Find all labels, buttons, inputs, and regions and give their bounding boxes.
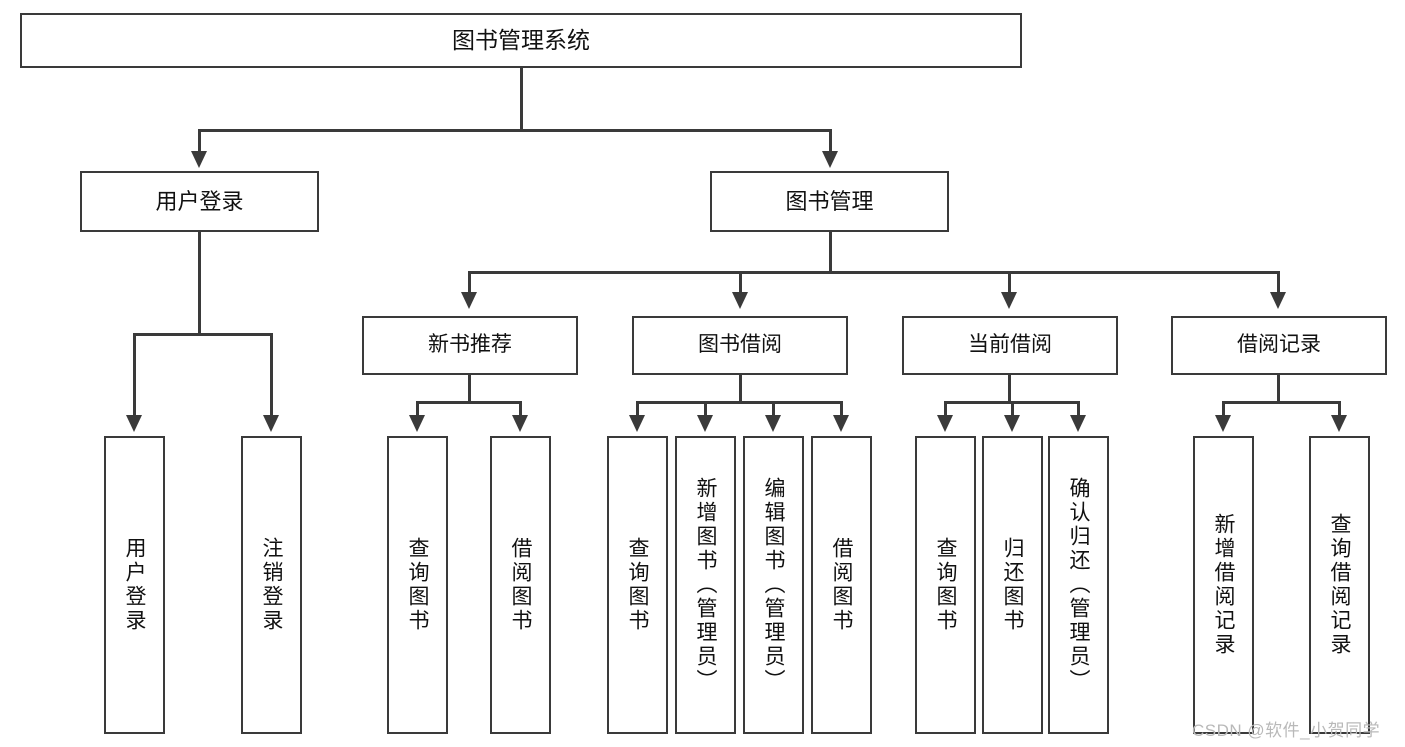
node-label: 新增借阅记录: [1212, 513, 1235, 657]
leaf-borrow-record-query[interactable]: 查询借阅记录: [1309, 436, 1370, 734]
node-label: 注销登录: [260, 537, 283, 633]
arrowhead-new-book-child-2: [512, 415, 528, 432]
node-label: 归还图书: [1001, 537, 1024, 633]
arrowhead-to-user-login: [191, 151, 207, 168]
node-current-borrow[interactable]: 当前借阅: [902, 316, 1118, 375]
arrowhead-book-management-child-4: [1270, 292, 1286, 309]
connector-borrow-record-stem: [1277, 375, 1280, 403]
arrowhead-book-management-child-1: [461, 292, 477, 309]
connector-book-borrow-child-3: [772, 401, 775, 417]
leaf-borrow-record-add[interactable]: 新增借阅记录: [1193, 436, 1254, 734]
arrowhead-book-management-child-3: [1001, 292, 1017, 309]
node-borrow-record[interactable]: 借阅记录: [1171, 316, 1387, 375]
leaf-current-borrow-return[interactable]: 归还图书: [982, 436, 1043, 734]
node-label: 借阅图书: [830, 537, 853, 633]
node-book-borrow[interactable]: 图书借阅: [632, 316, 848, 375]
node-label: 查询图书: [934, 537, 957, 633]
node-label: 借阅记录: [1237, 333, 1321, 357]
connector-book-management-stem: [829, 232, 832, 273]
leaf-current-borrow-query[interactable]: 查询图书: [915, 436, 976, 734]
arrowhead-current-borrow-child-1: [937, 415, 953, 432]
node-label: 借阅图书: [509, 537, 532, 633]
node-label: 图书管理系统: [452, 26, 590, 53]
node-root-book-management-system[interactable]: 图书管理系统: [20, 13, 1022, 68]
arrowhead-book-borrow-child-3: [765, 415, 781, 432]
leaf-user-login-login[interactable]: 用户登录: [104, 436, 165, 734]
node-user-login[interactable]: 用户登录: [80, 171, 319, 232]
connector-book-management-bus: [468, 271, 1280, 274]
connector-book-borrow-stem: [739, 375, 742, 403]
connector-book-management-child-3: [1008, 271, 1011, 294]
node-label: 新书推荐: [428, 333, 512, 357]
connector-book-management-child-4: [1277, 271, 1280, 294]
connector-book-management-child-1: [468, 271, 471, 294]
connector-current-borrow-child-1: [944, 401, 947, 417]
node-label: 新增图书（管理员）: [694, 477, 717, 693]
connector-user-login-bus: [133, 333, 273, 336]
arrowhead-current-borrow-child-2: [1004, 415, 1020, 432]
leaf-book-borrow-add[interactable]: 新增图书（管理员）: [675, 436, 736, 734]
connector-new-book-child-2: [519, 401, 522, 417]
connector-user-login-stem: [198, 232, 201, 335]
arrowhead-borrow-record-child-2: [1331, 415, 1347, 432]
leaf-user-login-logout[interactable]: 注销登录: [241, 436, 302, 734]
connector-book-management-child-2: [739, 271, 742, 294]
node-label: 查询图书: [626, 537, 649, 633]
leaf-current-borrow-confirm-return[interactable]: 确认归还（管理员）: [1048, 436, 1109, 734]
node-new-book-recommend[interactable]: 新书推荐: [362, 316, 578, 375]
connector-new-book-child-1: [416, 401, 419, 417]
arrowhead-book-borrow-child-2: [697, 415, 713, 432]
connector-book-borrow-child-1: [636, 401, 639, 417]
arrowhead-book-management-child-2: [732, 292, 748, 309]
connector-current-borrow-stem: [1008, 375, 1011, 403]
arrowhead-book-borrow-child-1: [629, 415, 645, 432]
connector-user-login-child-1: [133, 333, 136, 417]
node-label: 图书管理: [785, 188, 874, 214]
connector-current-borrow-child-2: [1011, 401, 1014, 417]
node-label: 查询图书: [406, 537, 429, 633]
connector-new-book-bus: [416, 401, 522, 404]
connector-book-borrow-child-2: [704, 401, 707, 417]
node-label: 查询借阅记录: [1328, 513, 1351, 657]
node-label: 编辑图书（管理员）: [762, 477, 785, 693]
node-book-management[interactable]: 图书管理: [710, 171, 949, 232]
node-label: 用户登录: [123, 537, 146, 633]
node-label: 图书借阅: [698, 333, 782, 357]
node-label: 确认归还（管理员）: [1067, 477, 1090, 693]
arrowhead-new-book-child-1: [409, 415, 425, 432]
connector-level2-bus: [198, 129, 832, 132]
node-label: 用户登录: [155, 188, 244, 214]
connector-borrow-record-child-2: [1338, 401, 1341, 417]
connector-new-book-stem: [468, 375, 471, 403]
connector-book-borrow-bus: [636, 401, 842, 404]
node-label: 当前借阅: [968, 333, 1052, 357]
arrowhead-user-login-child-2: [263, 415, 279, 432]
leaf-book-borrow-borrow[interactable]: 借阅图书: [811, 436, 872, 734]
connector-book-borrow-child-4: [840, 401, 843, 417]
arrowhead-to-book-management: [822, 151, 838, 168]
leaf-book-borrow-query[interactable]: 查询图书: [607, 436, 668, 734]
leaf-new-book-query[interactable]: 查询图书: [387, 436, 448, 734]
arrowhead-user-login-child-1: [126, 415, 142, 432]
connector-borrow-record-child-1: [1222, 401, 1225, 417]
arrowhead-current-borrow-child-3: [1070, 415, 1086, 432]
connector-current-borrow-child-3: [1077, 401, 1080, 417]
arrowhead-borrow-record-child-1: [1215, 415, 1231, 432]
leaf-book-borrow-edit[interactable]: 编辑图书（管理员）: [743, 436, 804, 734]
connector-to-user-login: [198, 129, 201, 153]
connector-borrow-record-bus: [1222, 401, 1341, 404]
connector-user-login-child-2: [270, 333, 273, 417]
connector-root-stem: [520, 68, 523, 131]
arrowhead-book-borrow-child-4: [833, 415, 849, 432]
connector-to-book-management: [829, 129, 832, 153]
leaf-new-book-borrow[interactable]: 借阅图书: [490, 436, 551, 734]
